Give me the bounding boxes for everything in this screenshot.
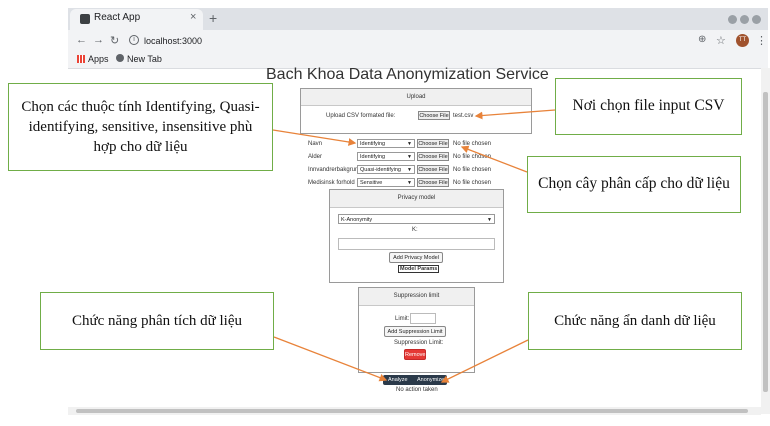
close-window-icon[interactable] <box>752 15 761 24</box>
bookmarks-bar <box>68 52 768 69</box>
analyze-button[interactable]: Analyze <box>388 377 408 383</box>
site-info-icon[interactable]: i <box>129 35 139 45</box>
address-bar[interactable]: localhost:3000 <box>144 36 203 46</box>
close-tab-icon[interactable]: × <box>190 11 197 23</box>
zoom-icon[interactable]: ⊕ <box>698 34 707 45</box>
analyze-callout: Chức năng phân tích dữ liệu <box>40 292 274 350</box>
tab-title: React App <box>94 12 141 23</box>
hierarchy-file-status: No file chosen <box>453 180 492 186</box>
back-arrow-icon[interactable]: ← <box>76 34 87 46</box>
k-param-label: K: <box>412 227 418 233</box>
add-privacy-model-button[interactable]: Add Privacy Model <box>389 252 443 263</box>
hierarchy-choose-file-button[interactable]: Choose File <box>417 165 449 174</box>
privacy-model-select[interactable]: K-Anonymity▼ <box>338 214 495 224</box>
page-title: Bach Khoa Data Anonymization Service <box>266 66 549 83</box>
bookmark-star-icon[interactable]: ☆ <box>716 35 726 47</box>
remove-button[interactable]: Remove <box>404 349 426 360</box>
anonymize-callout: Chức năng ẩn danh dữ liệu <box>528 292 742 350</box>
globe-icon <box>116 54 124 62</box>
action-status: No action taken <box>396 387 438 393</box>
upload-file-name: test.csv <box>453 113 474 119</box>
csv-callout: Nơi chọn file input CSV <box>555 78 742 135</box>
browser-toolbar <box>68 30 768 52</box>
suppression-limit-value-label: Suppression Limit: <box>394 340 444 346</box>
vertical-scroll-thumb[interactable] <box>763 92 768 392</box>
arrow-hierarchy <box>460 145 528 173</box>
model-params-label: Model Params <box>398 265 440 273</box>
arrow-csv <box>474 109 556 120</box>
attribute-type-select[interactable]: Identifying▼ <box>357 139 415 148</box>
apps-grid-icon[interactable] <box>77 55 85 63</box>
suppression-header: Suppression limit <box>359 288 474 306</box>
hierarchy-callout: Chọn cây phân cấp cho dữ liệu <box>527 156 741 213</box>
attribute-name: Alder <box>308 154 323 160</box>
privacy-model-header: Privacy model <box>330 190 503 208</box>
anonymize-button[interactable]: Anonymize <box>417 377 445 383</box>
new-tab-button[interactable]: + <box>209 10 218 26</box>
privacy-model-panel: Privacy model <box>329 189 504 283</box>
avatar[interactable]: TT <box>736 34 749 47</box>
arrow-analyze <box>273 336 388 382</box>
bookmark-apps[interactable]: Apps <box>88 54 109 64</box>
attribute-name: Innvandrerbakgrunn <box>308 167 362 173</box>
attributes-callout: Chọn các thuộc tính Identifying, Quasi-i… <box>8 83 273 171</box>
react-favicon-icon <box>80 14 90 24</box>
attribute-type-select[interactable]: Sensitive▼ <box>357 178 415 187</box>
maximize-window-icon[interactable] <box>740 15 749 24</box>
minimize-window-icon[interactable] <box>728 15 737 24</box>
dropdown-arrow-icon: ▼ <box>487 217 492 223</box>
attribute-name: Medisinsk forhold <box>308 180 355 186</box>
hierarchy-file-status: No file chosen <box>453 167 492 173</box>
dropdown-arrow-icon: ▼ <box>407 180 412 186</box>
tab-strip <box>68 8 768 30</box>
arrow-attributes <box>272 129 357 146</box>
upload-choose-file-button[interactable]: Choose File <box>418 111 450 120</box>
dropdown-arrow-icon: ▼ <box>407 141 412 147</box>
action-bar <box>383 375 447 385</box>
hierarchy-file-status: No file chosen <box>453 154 492 160</box>
upload-label: Upload CSV formated file: <box>326 113 396 119</box>
horizontal-scroll-thumb[interactable] <box>76 409 748 413</box>
upload-header: Upload <box>301 89 531 106</box>
hierarchy-file-status: No file chosen <box>453 141 492 147</box>
attribute-type-select[interactable]: Quasi-identifying▼ <box>357 165 415 174</box>
arrow-anonymize <box>440 339 529 383</box>
dropdown-arrow-icon: ▼ <box>407 154 412 160</box>
browser-tab[interactable] <box>70 9 203 30</box>
add-suppression-limit-button[interactable]: Add Suppression Limit <box>384 326 446 337</box>
hierarchy-choose-file-button[interactable]: Choose File <box>417 178 449 187</box>
dropdown-arrow-icon: ▼ <box>407 167 412 173</box>
k-param-input[interactable] <box>338 238 495 250</box>
attribute-name: Navn <box>308 141 323 147</box>
attribute-type-select[interactable]: Identifying▼ <box>357 152 415 161</box>
forward-arrow-icon[interactable]: → <box>93 34 104 46</box>
bookmark-new-tab[interactable]: New Tab <box>127 54 162 64</box>
upload-panel: Upload <box>300 88 532 134</box>
hierarchy-choose-file-button[interactable]: Choose File <box>417 139 449 148</box>
limit-input[interactable] <box>410 313 436 324</box>
menu-dots-icon[interactable]: ⋮ <box>756 35 767 47</box>
limit-label: Limit: <box>395 316 410 322</box>
reload-icon[interactable]: ↻ <box>110 35 120 47</box>
hierarchy-choose-file-button[interactable]: Choose File <box>417 152 449 161</box>
